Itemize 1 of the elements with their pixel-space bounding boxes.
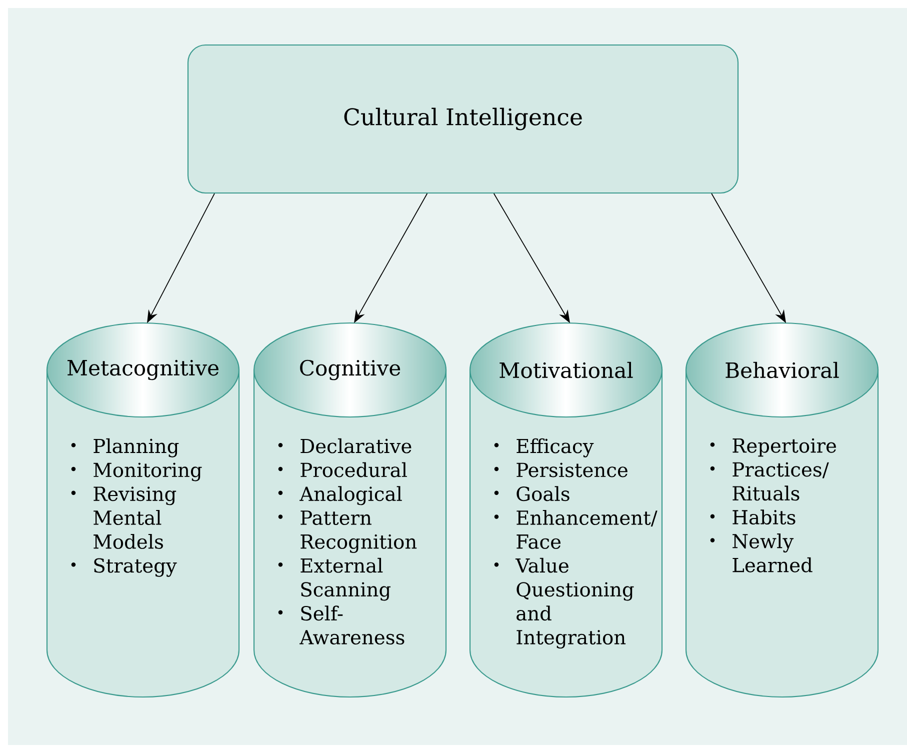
title-box: Cultural Intelligence [187,44,739,194]
